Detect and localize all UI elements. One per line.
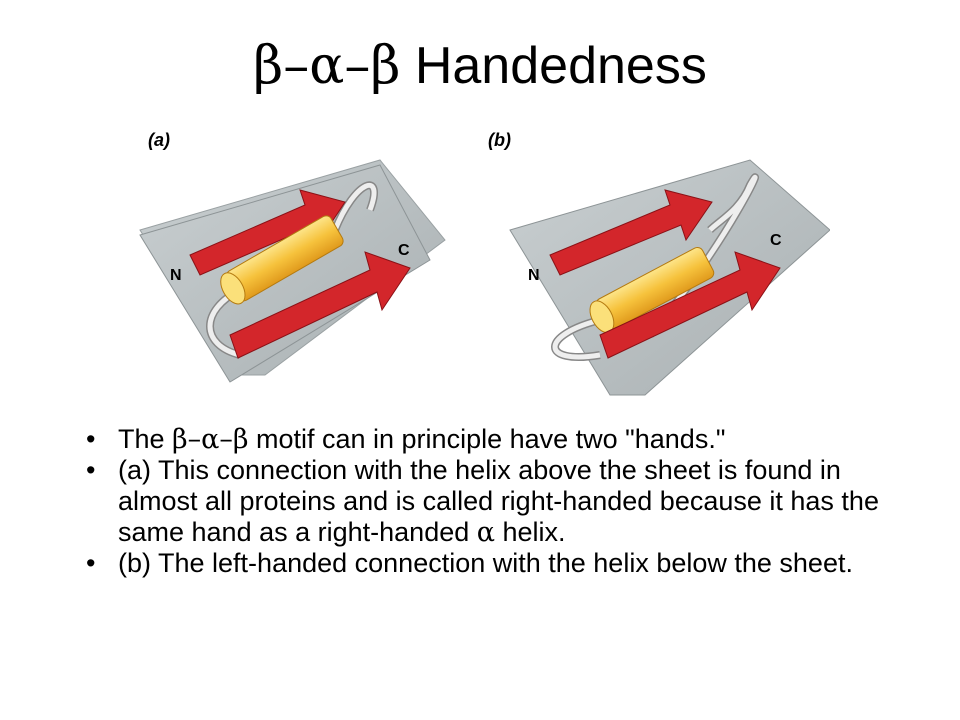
panel-a-n-label: N (170, 267, 182, 284)
helix-b (589, 246, 715, 333)
loop-a-top (332, 182, 377, 231)
bullet-item: • The β–α–β motif can in principle have … (80, 424, 920, 455)
bullet-text-post: helix. (494, 517, 566, 547)
strand-b-back (549, 189, 713, 276)
panel-a-c-label: C (398, 242, 410, 259)
panel-b-n-label: N (528, 267, 540, 284)
loop-b-bottom (552, 317, 601, 360)
bullet-item: • (a) This connection with the helix abo… (80, 455, 920, 548)
panel-b: (b) N C (488, 130, 830, 396)
strand-b-front (599, 251, 781, 359)
panel-a-label: (a) (148, 130, 170, 150)
bullet-marker: • (86, 424, 96, 454)
panel-a: (a) N C (139, 130, 446, 383)
bullet-text-pre: The (118, 424, 173, 454)
bullet-list: • The β–α–β motif can in principle have … (80, 424, 920, 579)
bullet-item: • (b) The left-handed connection with th… (80, 548, 920, 579)
bullet-marker: • (86, 548, 96, 578)
panel-b-c-label: C (770, 232, 782, 249)
slide-title: β–α–β Handedness (0, 34, 960, 98)
bullet-text-pre: (a) This connection with the helix above… (118, 455, 879, 547)
title-greek: β–α–β (253, 36, 401, 96)
panel-b-label: (b) (488, 130, 511, 150)
figure-svg: (a) N C (b) (139, 130, 830, 396)
strand-a-front (229, 251, 411, 359)
bullet-text-post: motif can in principle have two "hands." (248, 424, 726, 454)
bullet-marker: • (86, 455, 96, 485)
bullet-greek: β–α–β (172, 424, 249, 455)
bullet-text-pre: (b) The left-handed connection with the … (118, 548, 853, 578)
helix-a (220, 215, 344, 305)
handedness-figure: (a) N C (b) (130, 120, 830, 410)
title-text: Handedness (400, 37, 707, 95)
bullet-greek: α (476, 517, 495, 548)
